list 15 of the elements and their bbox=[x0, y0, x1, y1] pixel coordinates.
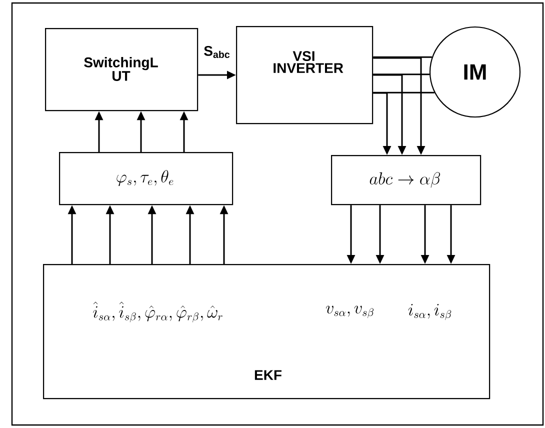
block-title: IM bbox=[464, 64, 486, 80]
formula-label: $\hat{i}_{s\alpha}, \hat{i}_{s\beta}, \hat{\varphi}_{r\alpha}, \hat{\varphi}_{r\beta}, \hat{\omega}_r$ bbox=[93, 302, 222, 322]
transform-box bbox=[331, 155, 482, 206]
inverter-box bbox=[236, 26, 374, 124]
motor-circle bbox=[429, 26, 521, 118]
formula-label: $abc \rightarrow \alpha\beta$ bbox=[370, 172, 440, 188]
formula-label: $\varphi_s, \tau_e, \theta_e$ bbox=[116, 170, 174, 186]
block-title: EKF bbox=[254, 370, 282, 380]
block-title: SwitchingL UT bbox=[84, 57, 158, 81]
process-box bbox=[45, 28, 198, 112]
formula-label: $i_{s\alpha}, i_{s\beta}$ bbox=[408, 304, 452, 320]
block-title: VSI INVERTER bbox=[274, 51, 344, 73]
process-box bbox=[59, 152, 234, 206]
edge-label: S$_{abc}$ bbox=[202, 44, 232, 60]
formula-label: $v_{s\alpha}, v_{s\beta}$ bbox=[326, 306, 374, 318]
